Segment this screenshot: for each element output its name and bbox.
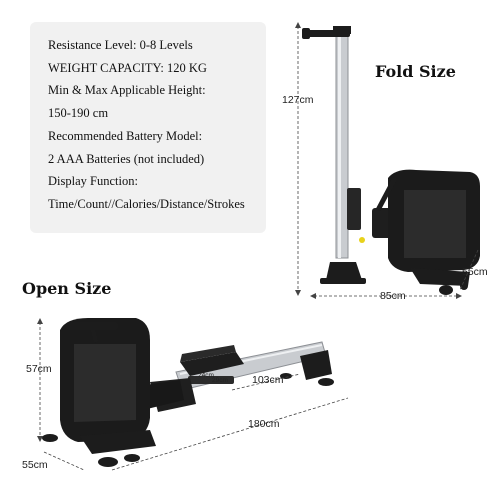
spec-height-label: Min & Max Applicable Height: [48,83,206,98]
fold-width-line [459,249,479,291]
open-rail-label: 103cm [252,374,284,386]
open-width-line [43,451,85,471]
fold-width-label: 55cm [462,266,488,278]
open-length-label: 180cm [248,418,280,430]
fold-length-label: 85cm [380,290,406,302]
folded-accent [359,237,365,243]
spec-height-value: 150-190 cm [48,106,109,121]
spec-battery-value: 2 AAA Batteries (not included) [48,151,205,166]
spec-display-label: Display Function: [48,174,138,189]
spec-display-value: Time/Count//Calories/Distance/Strokes [48,196,245,211]
spec-card: Resistance Level: 0-8 Levels WEIGHT CAPA… [30,22,266,233]
open-width-label: 55cm [22,459,48,471]
spec-weight-capacity: WEIGHT CAPACITY: 120 KG [48,60,207,75]
fold-size-title: Fold Size [375,62,456,81]
open-length-line [111,397,349,471]
open-size-title: Open Size [22,279,112,298]
folded-handle [306,30,350,37]
open-seat [180,352,244,376]
folded-rower [302,26,480,295]
folded-seat [347,188,361,230]
spec-battery-label: Recommended Battery Model: [48,128,203,143]
folded-rail [335,29,349,259]
spec-resistance: Resistance Level: 0-8 Levels [48,38,193,52]
open-rail-line [231,373,301,391]
open-seat-width-label: 29cm [212,377,228,384]
fold-height-label: 127cm [282,94,314,106]
open-seat-length-label: 24cm [198,372,214,379]
open-rower [42,318,334,467]
open-height-label: 57cm [26,363,52,375]
